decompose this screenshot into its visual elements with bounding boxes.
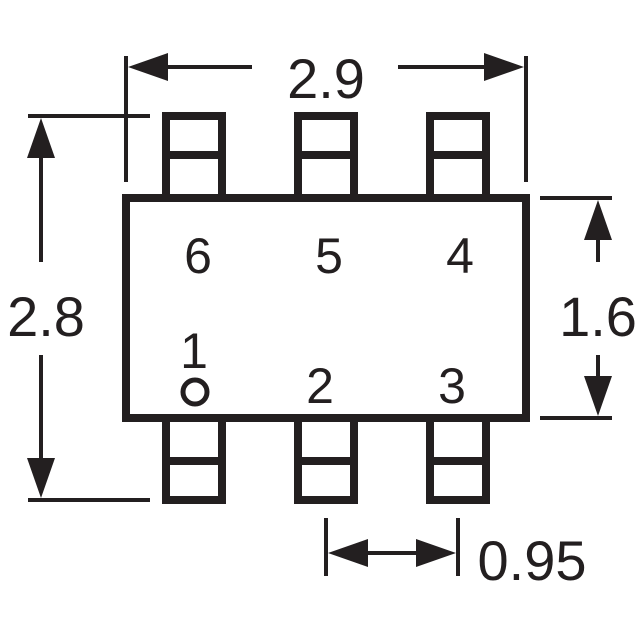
height-arrowhead-bottom — [27, 458, 55, 498]
body-height-dimension-label: 1.6 — [559, 285, 637, 348]
pin-label-2: 2 — [306, 358, 334, 414]
dimension-width — [124, 53, 528, 182]
pitch-dimension-label: 0.95 — [478, 529, 587, 592]
pin-label-3: 3 — [438, 358, 466, 414]
bottom-leads — [162, 414, 490, 504]
dimension-pitch — [324, 518, 460, 576]
width-dimension-label: 2.9 — [287, 47, 365, 110]
dimension-body-height — [540, 196, 612, 420]
pin-label-5: 5 — [315, 228, 343, 284]
pitch-arrowhead-left — [328, 539, 368, 567]
pin-label-4: 4 — [446, 228, 474, 284]
height-arrowhead-top — [27, 118, 55, 158]
pin-label-1: 1 — [180, 323, 208, 379]
width-arrowhead-right — [484, 53, 524, 81]
pin1-marker-circle — [180, 377, 210, 407]
dimension-height — [27, 114, 150, 502]
body-height-arrowhead-bottom — [584, 376, 612, 416]
top-leads — [162, 112, 490, 202]
height-dimension-label: 2.8 — [7, 285, 85, 348]
body-height-arrowhead-top — [584, 200, 612, 240]
width-arrowhead-left — [128, 53, 168, 81]
pin-label-6: 6 — [184, 228, 212, 284]
pitch-arrowhead-right — [416, 539, 456, 567]
